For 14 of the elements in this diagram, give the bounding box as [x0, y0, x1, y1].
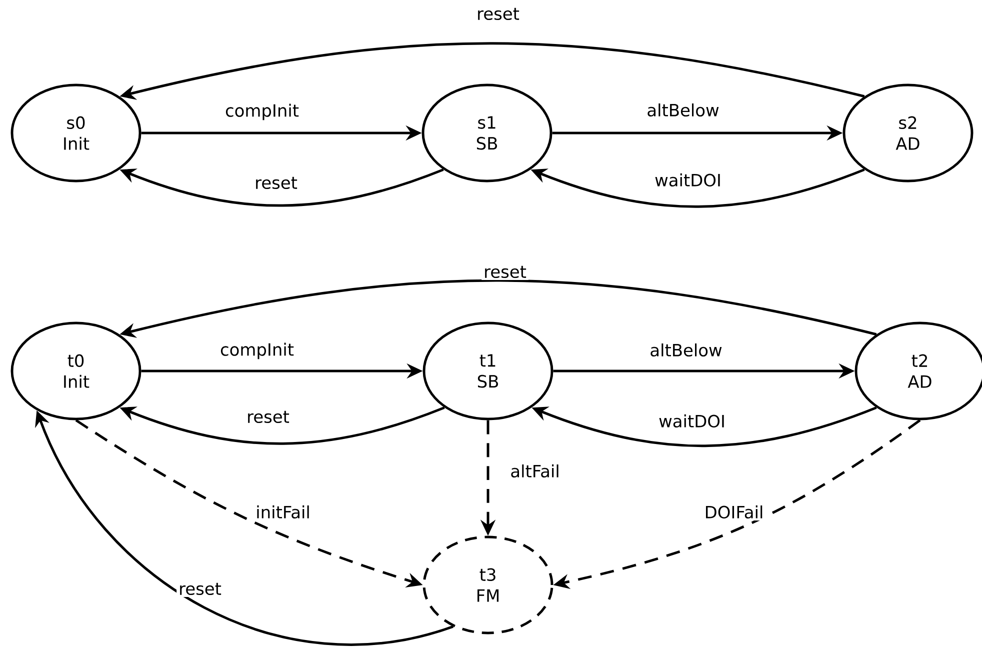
- edge-label: waitDOI: [652, 171, 724, 189]
- edge-label: initFail: [254, 503, 312, 521]
- edge-label: altBelow: [644, 101, 722, 119]
- edge-label: reset: [244, 408, 292, 426]
- edge-label: waitDOI: [656, 412, 728, 430]
- edge-label: reset: [176, 580, 224, 598]
- edge-label: reset: [474, 6, 522, 22]
- edge-label: reset: [482, 264, 528, 280]
- edge-label: compInit: [218, 340, 296, 362]
- edge-label: reset: [252, 174, 300, 192]
- edge-label: compInit: [223, 102, 301, 122]
- edge-label: altBelow: [648, 341, 724, 359]
- edge-label: DOIFail: [702, 503, 766, 521]
- edge-label: altFail: [508, 462, 562, 480]
